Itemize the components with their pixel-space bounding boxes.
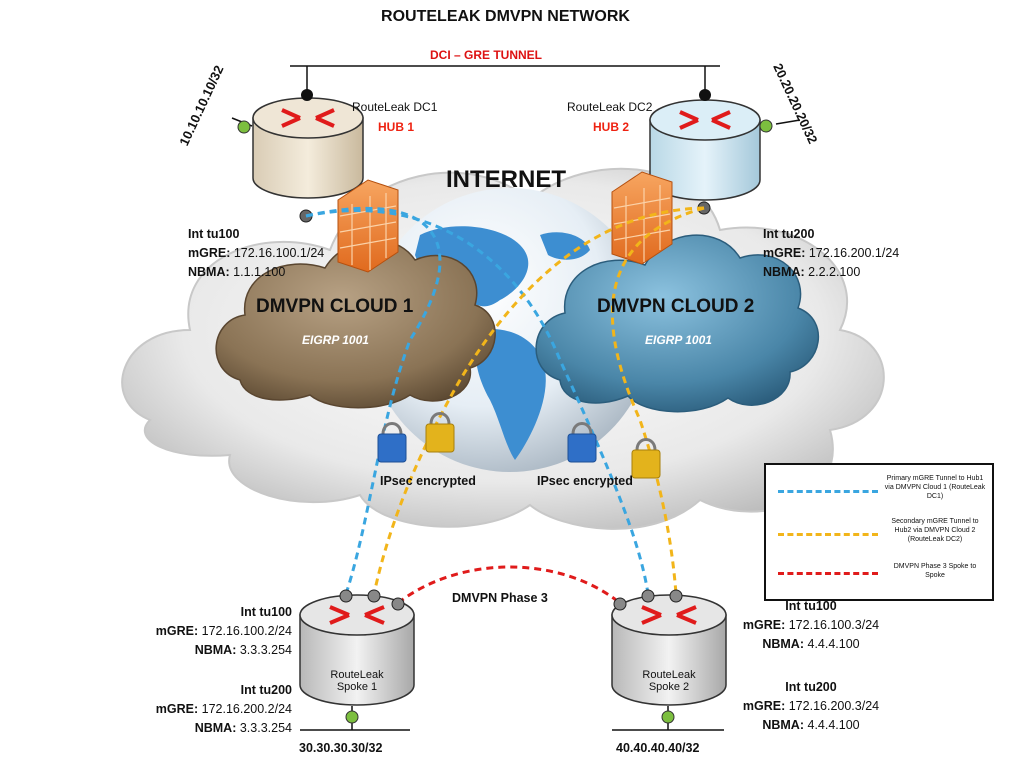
padlock-blue-left-icon bbox=[377, 422, 407, 463]
spoke2-network: 40.40.40.40/32 bbox=[616, 741, 700, 755]
legend: Primary mGRE Tunnel to Hub1 via DMVPN Cl… bbox=[764, 463, 994, 601]
hub1-nbma-key: NBMA: bbox=[188, 265, 230, 279]
spoke1-tu200-mgre: 172.16.200.2/24 bbox=[201, 702, 292, 716]
spoke1-tu200-port bbox=[367, 589, 381, 603]
spoke2-tu200-mgre: 172.16.200.3/24 bbox=[788, 699, 880, 713]
spoke2-name-line2: Spoke 2 bbox=[648, 681, 690, 693]
spoke2-tu100-interface: Int tu100 bbox=[785, 599, 837, 613]
hub2-nbma-key: NBMA: bbox=[763, 265, 805, 279]
diagram-title: ROUTELEAK DMVPN NETWORK bbox=[381, 8, 630, 25]
dci-gre-tunnel bbox=[290, 65, 720, 95]
hub2-loopback-port bbox=[759, 119, 773, 133]
spoke1-lan-port bbox=[345, 710, 359, 724]
legend-primary-swatch bbox=[778, 490, 878, 493]
padlock-yellow-left-icon bbox=[425, 412, 455, 453]
spoke1-tu200-info: Int tu200 mGRE: 172.16.200.2/24 NBMA: 3.… bbox=[130, 681, 292, 738]
dmvpn-cloud-1 bbox=[215, 239, 496, 409]
hub1-router[interactable] bbox=[237, 89, 364, 223]
ipsec-label-right: IPsec encrypted bbox=[537, 474, 633, 488]
spoke1-tu100-nbma: 3.3.3.254 bbox=[239, 643, 292, 657]
spoke2-tu100-mgre: 172.16.100.3/24 bbox=[788, 618, 880, 632]
spoke2-tu100-info: Int tu100 mGRE: 172.16.100.3/24 NBMA: 4.… bbox=[730, 597, 892, 654]
spoke1-tu100-mgre-key: mGRE: bbox=[155, 624, 199, 638]
phase3-label: DMVPN Phase 3 bbox=[452, 591, 548, 605]
spoke2-lan-port bbox=[661, 710, 675, 724]
legend-phase3-swatch bbox=[778, 572, 878, 575]
hub1-loopback-port bbox=[237, 120, 251, 134]
spoke1-tu100-nbma-key: NBMA: bbox=[194, 643, 237, 657]
ipsec-label-left: IPsec encrypted bbox=[380, 474, 476, 488]
spoke2-tu100-mgre-key: mGRE: bbox=[742, 618, 786, 632]
spoke1-label: RouteLeak Spoke 1 bbox=[317, 669, 397, 693]
hub1-mgre-key: mGRE: bbox=[188, 246, 231, 260]
hub1-dci-port bbox=[301, 89, 313, 101]
spoke2-phase3-port bbox=[613, 597, 627, 611]
padlock-yellow-right-icon bbox=[631, 438, 661, 479]
hub2-name: RouteLeak DC2 bbox=[567, 100, 653, 114]
spoke2-tu100-port bbox=[641, 589, 655, 603]
spoke2-router[interactable] bbox=[611, 589, 727, 731]
spoke2-tu200-nbma: 4.4.4.100 bbox=[807, 718, 860, 732]
hub1-role: HUB 1 bbox=[378, 120, 415, 134]
cloud1-protocol: EIGRP 1001 bbox=[302, 333, 369, 347]
hub1-name: RouteLeak DC1 bbox=[352, 100, 438, 114]
spoke2-secondary-tunnel bbox=[610, 206, 705, 595]
spoke1-tu200-nbma-key: NBMA: bbox=[194, 721, 237, 735]
spoke1-router[interactable] bbox=[299, 589, 415, 731]
spoke2-name-line1: RouteLeak bbox=[642, 669, 696, 681]
spoke1-name-line1: RouteLeak bbox=[330, 669, 384, 681]
cloud1-label: DMVPN CLOUD 1 bbox=[256, 296, 414, 317]
hub1-nbma: 1.1.1.100 bbox=[233, 265, 286, 279]
spoke1-tu100-port bbox=[339, 589, 353, 603]
spoke1-phase3-port bbox=[391, 597, 405, 611]
hub2-role: HUB 2 bbox=[593, 120, 630, 134]
phase3-spoke-to-spoke bbox=[397, 565, 621, 605]
cloud2-protocol: EIGRP 1001 bbox=[645, 333, 712, 347]
spoke2-tu100-nbma: 4.4.4.100 bbox=[807, 637, 860, 651]
spoke2-primary-tunnel bbox=[305, 209, 650, 595]
spoke2-tu200-port bbox=[669, 589, 683, 603]
spoke2-tu100-nbma-key: NBMA: bbox=[762, 637, 805, 651]
legend-primary-text: Primary mGRE Tunnel to Hub1 via DMVPN Cl… bbox=[884, 475, 986, 500]
spoke1-tu200-nbma: 3.3.3.254 bbox=[239, 721, 292, 735]
spoke1-tu100-info: Int tu100 mGRE: 172.16.100.2/24 NBMA: 3.… bbox=[130, 603, 292, 660]
hub2-interface-info: Int tu200 mGRE: 172.16.200.1/24 NBMA: 2.… bbox=[763, 225, 899, 282]
spoke1-tu200-mgre-key: mGRE: bbox=[155, 702, 199, 716]
hub2-dci-port bbox=[699, 89, 711, 101]
hub1-mgre: 172.16.100.1/24 bbox=[233, 246, 325, 260]
spoke1-name-line2: Spoke 1 bbox=[336, 681, 378, 693]
hub1-interface-info: Int tu100 mGRE: 172.16.100.1/24 NBMA: 1.… bbox=[188, 225, 324, 282]
legend-secondary-text: Secondary mGRE Tunnel to Hub2 via DMVPN … bbox=[891, 518, 979, 543]
hub1-interface: Int tu100 bbox=[188, 227, 240, 241]
dmvpn-cloud-2 bbox=[535, 234, 820, 413]
spoke1-network: 30.30.30.30/32 bbox=[299, 741, 383, 755]
spoke2-tu200-mgre-key: mGRE: bbox=[742, 699, 786, 713]
internet-label: INTERNET bbox=[446, 166, 566, 193]
spoke2-tu200-interface: Int tu200 bbox=[785, 680, 837, 694]
cloud2-label: DMVPN CLOUD 2 bbox=[597, 296, 755, 317]
padlock-blue-right-icon bbox=[567, 422, 597, 463]
legend-secondary-swatch bbox=[778, 533, 878, 536]
hub2-nbma: 2.2.2.100 bbox=[808, 265, 861, 279]
spoke2-tu200-info: Int tu200 mGRE: 172.16.200.3/24 NBMA: 4.… bbox=[730, 678, 892, 735]
spoke1-tu200-interface: Int tu200 bbox=[240, 683, 292, 697]
hub2-interface: Int tu200 bbox=[763, 227, 815, 241]
spoke1-tu100-interface: Int tu100 bbox=[240, 605, 292, 619]
hub2-router[interactable] bbox=[649, 89, 773, 215]
spoke2-label: RouteLeak Spoke 2 bbox=[629, 669, 709, 693]
spoke1-secondary-tunnel bbox=[372, 206, 705, 595]
spoke1-primary-tunnel bbox=[305, 206, 442, 595]
dci-label: DCI – GRE TUNNEL bbox=[430, 48, 543, 62]
hub1-firewall bbox=[337, 179, 399, 273]
spoke1-tu100-mgre: 172.16.100.2/24 bbox=[201, 624, 292, 638]
legend-phase3-text: DMVPN Phase 3 Spoke to Spoke bbox=[893, 563, 977, 579]
spoke2-tu200-nbma-key: NBMA: bbox=[762, 718, 805, 732]
hub2-mgre-key: mGRE: bbox=[763, 246, 806, 260]
hub2-mgre: 172.16.200.1/24 bbox=[808, 246, 900, 260]
hub2-loopback-link bbox=[775, 119, 801, 125]
